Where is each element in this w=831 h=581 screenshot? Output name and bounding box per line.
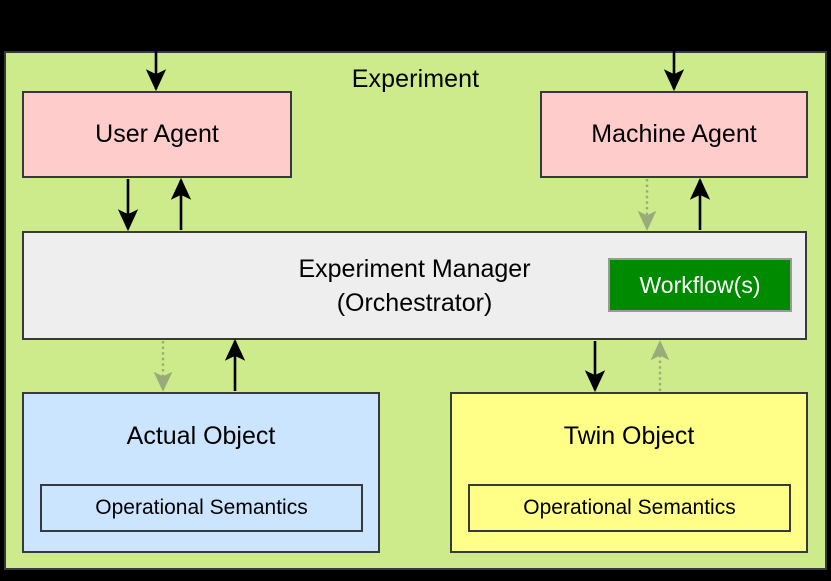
- twin-object-operational-semantics[interactable]: Operational Semantics: [468, 484, 791, 532]
- node-actual-object[interactable]: Actual Object Operational Semantics: [22, 392, 380, 553]
- machine-agent-label: Machine Agent: [591, 120, 757, 148]
- node-experiment-manager[interactable]: Experiment Manager (Orchestrator): [22, 231, 807, 340]
- actual-object-operational-semantics[interactable]: Operational Semantics: [40, 484, 363, 532]
- node-machine-agent[interactable]: Machine Agent: [540, 91, 808, 178]
- experiment-manager-label-line2: (Orchestrator): [336, 288, 493, 317]
- node-workflows[interactable]: Workflow(s): [608, 258, 792, 312]
- experiment-title: Experiment: [351, 65, 480, 93]
- user-agent-label: User Agent: [95, 120, 219, 148]
- twin-object-operational-semantics-label: Operational Semantics: [523, 496, 736, 519]
- node-twin-object[interactable]: Twin Object Operational Semantics: [450, 392, 808, 553]
- workflows-label: Workflow(s): [639, 271, 761, 298]
- actual-object-label: Actual Object: [126, 422, 276, 450]
- experiment-manager-label-line1: Experiment Manager: [298, 254, 531, 283]
- twin-object-label: Twin Object: [563, 422, 695, 450]
- node-user-agent[interactable]: User Agent: [22, 91, 292, 178]
- actual-object-operational-semantics-label: Operational Semantics: [95, 496, 308, 519]
